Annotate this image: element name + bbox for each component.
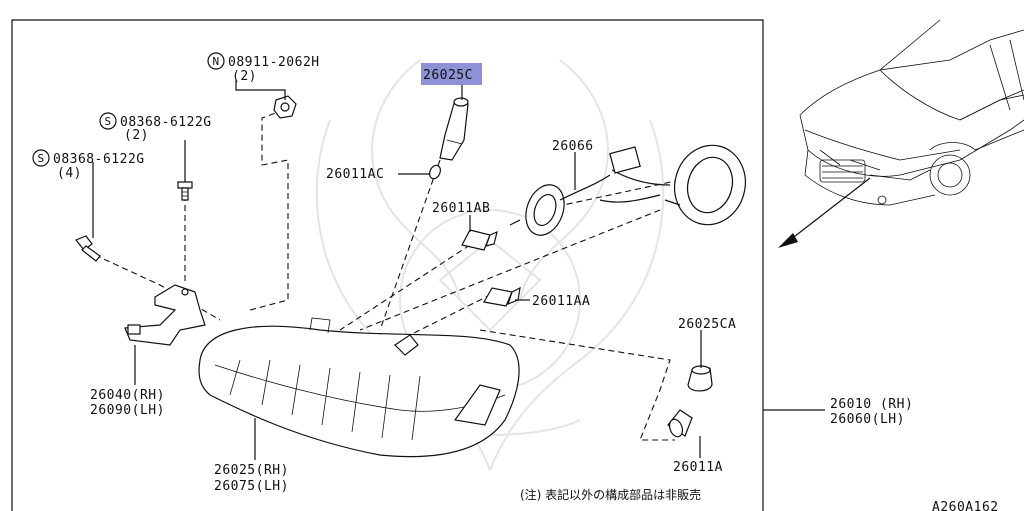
figure-code: A260A162 xyxy=(932,500,999,511)
headlamp-26025-part xyxy=(198,317,520,458)
car-illustration xyxy=(799,19,1024,206)
diagram-frame xyxy=(11,19,764,511)
label-lamp-rh[interactable]: 26025(RH) xyxy=(214,463,289,478)
label-socket-26025ca[interactable]: 26025CA xyxy=(678,317,736,332)
nut-part xyxy=(273,95,297,119)
harness-26066-part xyxy=(509,144,746,236)
label-screw-b-qty: (4) xyxy=(57,166,82,181)
label-assy-rh[interactable]: 26010 (RH) xyxy=(830,397,913,412)
bulb-26025c-part xyxy=(439,97,469,161)
screw-a-symbol-circle xyxy=(99,112,117,130)
nut-symbol-circle xyxy=(207,52,225,70)
bulb-26011a-part xyxy=(667,409,693,438)
label-screw-a: 08368-6122G xyxy=(120,115,212,130)
bulb-26011ab-part xyxy=(461,229,498,251)
label-screw-a-qty: (2) xyxy=(124,128,149,143)
screw-part-a xyxy=(177,181,193,201)
label-nut: 08911-2062H xyxy=(228,55,320,70)
label-bracket-rh[interactable]: 26040(RH) xyxy=(90,388,165,403)
label-screw-b: 08368-6122G xyxy=(53,152,145,167)
dashed-leaders xyxy=(94,109,681,441)
arrow-head xyxy=(778,233,798,248)
label-lamp-lh[interactable]: 26075(LH) xyxy=(214,479,289,494)
label-assy-lh[interactable]: 26060(LH) xyxy=(830,412,905,427)
socket-26025ca-part xyxy=(687,365,713,392)
bracket-part xyxy=(124,284,206,346)
note-text: (注) 表記以外の構成部品は非販売 xyxy=(520,487,701,502)
socket-26011ac-part xyxy=(428,164,442,180)
label-bulb-26011a[interactable]: 26011A xyxy=(673,460,723,475)
label-harness-26066[interactable]: 26066 xyxy=(552,139,594,154)
bulb-26011aa-part xyxy=(483,286,521,307)
screw-part-b xyxy=(75,235,101,262)
label-bracket-lh[interactable]: 26090(LH) xyxy=(90,403,165,418)
label-socket-26011ac[interactable]: 26011AC xyxy=(326,167,384,182)
label-bulb-26011ab[interactable]: 26011AB xyxy=(432,201,490,216)
screw-b-symbol: S xyxy=(37,152,44,165)
label-nut-qty: (2) xyxy=(232,69,257,84)
label-bulb-26011aa[interactable]: 26011AA xyxy=(532,294,590,309)
screw-b-symbol-circle xyxy=(32,149,50,167)
screw-a-symbol: S xyxy=(104,115,111,128)
nut-symbol: N xyxy=(212,55,219,68)
label-bulb-26025c[interactable]: 26025C xyxy=(423,68,473,83)
leader-arrow-line xyxy=(789,177,871,241)
highlight-box xyxy=(421,63,482,85)
label-leaders xyxy=(92,80,825,460)
